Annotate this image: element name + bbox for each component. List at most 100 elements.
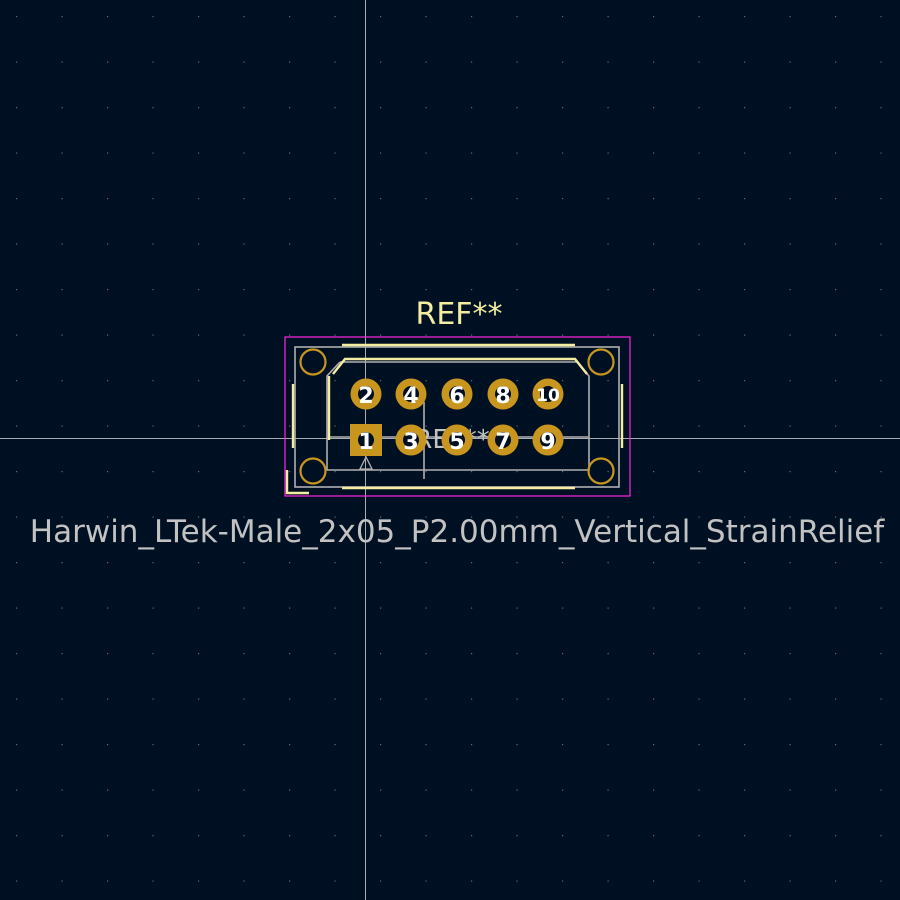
grid-dot bbox=[334, 107, 336, 109]
grid-dot bbox=[789, 198, 791, 200]
pad-7[interactable]: 7 bbox=[487, 424, 519, 456]
grid-dot bbox=[835, 380, 837, 382]
grid-dot bbox=[61, 789, 63, 791]
grid-dot bbox=[243, 744, 245, 746]
grid-dot bbox=[16, 653, 18, 655]
grid-dot bbox=[880, 744, 882, 746]
pad-8[interactable]: 8 bbox=[487, 378, 519, 410]
grid-dot bbox=[653, 243, 655, 245]
grid-dot bbox=[152, 152, 154, 154]
grid-dot bbox=[516, 16, 518, 18]
grid-dot bbox=[152, 425, 154, 427]
grid-dot bbox=[289, 789, 291, 791]
grid-dot bbox=[107, 289, 109, 291]
grid-dot bbox=[744, 152, 746, 154]
grid-dot bbox=[607, 425, 609, 427]
footprint-value-text[interactable]: Harwin_LTek-Male_2x05_P2.00mm_Vertical_S… bbox=[30, 514, 885, 550]
grid-dot bbox=[380, 653, 382, 655]
footprint[interactable]: REF** 1 2 3 4 5 6 bbox=[30, 297, 885, 550]
pad-3[interactable]: 3 bbox=[395, 424, 427, 456]
pad-2[interactable]: 2 bbox=[350, 378, 382, 410]
grid-dot bbox=[880, 653, 882, 655]
grid-dot bbox=[880, 107, 882, 109]
grid-dot bbox=[698, 61, 700, 63]
grid-dot bbox=[698, 289, 700, 291]
grid-dot bbox=[835, 835, 837, 837]
grid-dot bbox=[880, 562, 882, 564]
pad-1[interactable]: 1 bbox=[350, 424, 382, 456]
grid-dot bbox=[289, 425, 291, 427]
grid-dot bbox=[289, 607, 291, 609]
grid-dot bbox=[835, 243, 837, 245]
pad-6[interactable]: 6 bbox=[441, 378, 473, 410]
grid-dot bbox=[152, 698, 154, 700]
grid-dot bbox=[880, 789, 882, 791]
grid-dot bbox=[16, 835, 18, 837]
grid-dot bbox=[880, 61, 882, 63]
grid-dot bbox=[61, 516, 63, 518]
grid-dot bbox=[744, 789, 746, 791]
grid-dot bbox=[516, 562, 518, 564]
grid-dot bbox=[425, 698, 427, 700]
grid-dot bbox=[16, 744, 18, 746]
grid-dot bbox=[698, 380, 700, 382]
grid-dot bbox=[380, 334, 382, 336]
grid-dot bbox=[334, 16, 336, 18]
pad-5[interactable]: 5 bbox=[441, 424, 473, 456]
grid-dot bbox=[289, 880, 291, 882]
pad-9[interactable]: 9 bbox=[532, 424, 564, 456]
grid-dot bbox=[744, 653, 746, 655]
grid-dot bbox=[334, 380, 336, 382]
grid-dot bbox=[516, 744, 518, 746]
grid-dot bbox=[744, 198, 746, 200]
grid-dot bbox=[425, 152, 427, 154]
grid-dot bbox=[243, 107, 245, 109]
pad-4[interactable]: 4 bbox=[395, 378, 427, 410]
grid-dot bbox=[334, 425, 336, 427]
grid-dot bbox=[698, 880, 700, 882]
grid-dot bbox=[653, 289, 655, 291]
grid-dot bbox=[198, 334, 200, 336]
grid-dot bbox=[289, 198, 291, 200]
grid-dot bbox=[243, 653, 245, 655]
grid-dot bbox=[698, 16, 700, 18]
grid-dot bbox=[516, 607, 518, 609]
grid-dot bbox=[880, 380, 882, 382]
grid-dot bbox=[243, 243, 245, 245]
grid-dot bbox=[107, 334, 109, 336]
grid-dot bbox=[562, 653, 564, 655]
grid-dot bbox=[61, 425, 63, 427]
grid-dot bbox=[562, 334, 564, 336]
grid-dot bbox=[471, 425, 473, 427]
grid-dot bbox=[198, 243, 200, 245]
grid-dot bbox=[198, 61, 200, 63]
grid-dot bbox=[380, 880, 382, 882]
grid-dot bbox=[789, 789, 791, 791]
grid-dot bbox=[653, 334, 655, 336]
grid-dot bbox=[653, 16, 655, 18]
grid-dot bbox=[61, 107, 63, 109]
grid-dot bbox=[471, 744, 473, 746]
grid-dot bbox=[152, 653, 154, 655]
grid-dot bbox=[562, 698, 564, 700]
grid-dot bbox=[471, 16, 473, 18]
grid-dot bbox=[835, 744, 837, 746]
pad-10[interactable]: 10 bbox=[532, 378, 564, 410]
grid-dot bbox=[607, 198, 609, 200]
silk-reference-text[interactable]: REF** bbox=[415, 297, 502, 332]
grid-dot bbox=[789, 471, 791, 473]
grid-dot bbox=[835, 289, 837, 291]
grid-dot bbox=[289, 152, 291, 154]
grid-dot bbox=[880, 835, 882, 837]
grid-dot bbox=[471, 198, 473, 200]
grid-dot bbox=[607, 880, 609, 882]
grid-dot bbox=[107, 744, 109, 746]
grid-dot bbox=[835, 16, 837, 18]
grid-dot bbox=[471, 653, 473, 655]
grid-dot bbox=[152, 289, 154, 291]
grid-dot bbox=[16, 334, 18, 336]
grid-dot bbox=[562, 380, 564, 382]
grid-dot bbox=[880, 243, 882, 245]
grid-dot bbox=[289, 334, 291, 336]
